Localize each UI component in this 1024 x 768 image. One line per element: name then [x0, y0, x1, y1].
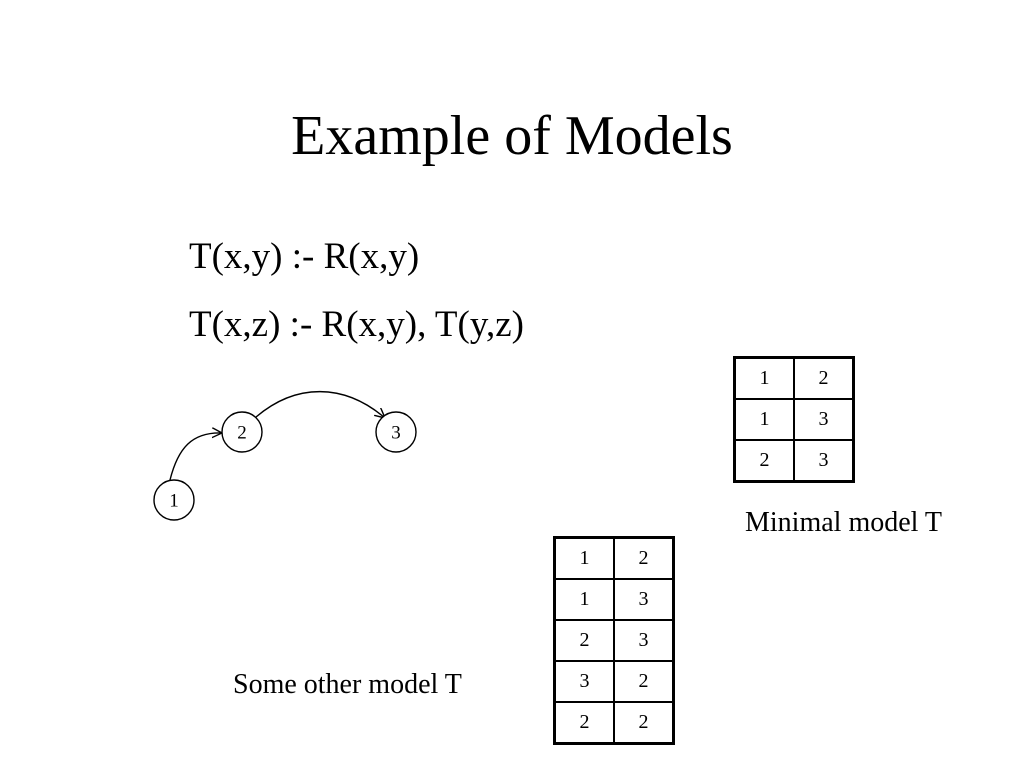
table-cell: 3: [793, 398, 855, 441]
minimal-model-table: 1 2 1 3 2 3: [733, 356, 855, 483]
table-cell: 1: [733, 356, 795, 400]
table-row: 2 3: [733, 439, 855, 483]
table-row: 3 2: [553, 660, 675, 703]
datalog-rule-base: T(x,y) :- R(x,y): [189, 236, 420, 277]
table-cell: 2: [613, 660, 675, 703]
graph-node-2: 2: [221, 411, 263, 453]
table-cell: 1: [553, 536, 615, 580]
relation-graph: 1 2 3: [153, 391, 417, 521]
edge-2-3: [255, 391, 385, 418]
table-row: 1 2: [733, 356, 855, 400]
datalog-rule-recursive: T(x,z) :- R(x,y), T(y,z): [189, 304, 524, 345]
graph-node-1: 1: [153, 479, 195, 521]
graph-node-3: 3: [375, 411, 417, 453]
node-label-1: 1: [169, 491, 179, 512]
minimal-model-caption: Minimal model T: [745, 507, 943, 538]
table-cell: 3: [613, 619, 675, 662]
table-cell: 3: [613, 578, 675, 621]
other-model-table: 1 2 1 3 2 3 3 2 2 2: [553, 536, 675, 745]
table-row: 2 2: [553, 701, 675, 745]
table-cell: 2: [613, 536, 675, 580]
table-cell: 1: [553, 578, 615, 621]
table-row: 1 3: [733, 398, 855, 441]
table-cell: 3: [553, 660, 615, 703]
table-row: 2 3: [553, 619, 675, 662]
node-label-3: 3: [391, 423, 401, 444]
slide-title: Example of Models: [291, 105, 733, 167]
table-cell: 2: [553, 619, 615, 662]
table-row: 1 2: [553, 536, 675, 580]
table-cell: 3: [793, 439, 855, 483]
table-cell: 1: [733, 398, 795, 441]
table-cell: 2: [733, 439, 795, 483]
node-label-2: 2: [237, 423, 247, 444]
table-row: 1 3: [553, 578, 675, 621]
table-cell: 2: [793, 356, 855, 400]
table-cell: 2: [613, 701, 675, 745]
table-cell: 2: [553, 701, 615, 745]
other-model-caption: Some other model T: [233, 669, 462, 700]
edge-1-2: [169, 433, 222, 481]
